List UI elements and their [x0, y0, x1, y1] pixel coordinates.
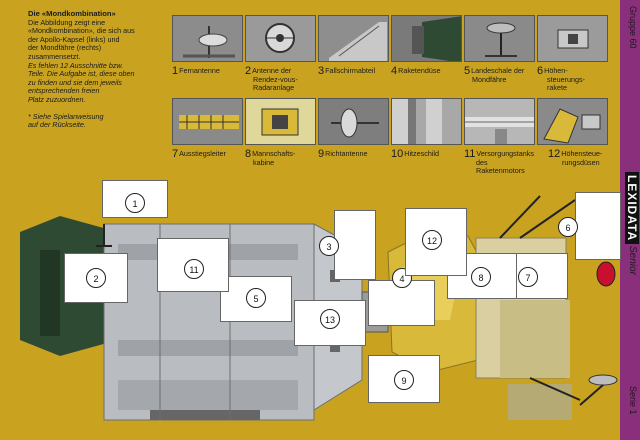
thumbnail-8[interactable]	[245, 98, 316, 145]
thumbnail-7[interactable]	[172, 98, 243, 145]
thumbnail-4[interactable]	[391, 15, 462, 62]
slot-number: 13	[320, 309, 340, 329]
intro-line: der Mondfähre (rechts)	[28, 43, 102, 53]
slot-number: 7	[518, 267, 538, 287]
intro-line: «Mondkombination», die sich aus	[28, 26, 135, 36]
note-line: * Siehe Spielanweisung	[28, 111, 104, 121]
series-label: Serie 1	[628, 386, 638, 415]
puzzle-slot[interactable]	[575, 192, 621, 260]
legend-caption: 4Raketendüse	[391, 65, 441, 77]
intro-line: der Apollo-Kapsel (links) und	[28, 34, 120, 44]
group-label: Gruppe 60	[628, 6, 638, 49]
thumbnail-9[interactable]	[318, 98, 389, 145]
thumbnail-10[interactable]	[391, 98, 462, 145]
thumbnail-6[interactable]	[537, 15, 608, 62]
task-line: Teile. Die Aufgabe ist, diese oben	[28, 69, 135, 79]
intro-line: Die Abbildung zeigt eine	[28, 17, 106, 27]
puzzle-slot[interactable]	[334, 210, 376, 280]
thumbnail-11[interactable]	[464, 98, 535, 145]
thumbnail-5[interactable]	[464, 15, 535, 62]
spacecraft-illustration	[20, 195, 618, 421]
thumbnail-12[interactable]	[537, 98, 608, 145]
intro-title: Die «Mondkombination»	[28, 9, 116, 18]
level-label: Senior	[627, 246, 638, 275]
legend-caption: 8Mannschafts-kabine	[245, 148, 296, 167]
legend-caption: 3Fallschirmabteil	[318, 65, 376, 77]
thumbnail-2[interactable]	[245, 15, 316, 62]
legend-caption: 6Höhen-steuerungs-rakete	[537, 65, 585, 92]
task-line: Es fehlen 12 Ausschnitte bzw.	[28, 60, 124, 70]
legend-caption: 10Hitzeschild	[391, 148, 440, 160]
legend-caption: 1Fernantenne	[172, 65, 220, 77]
slot-number: 8	[471, 267, 491, 287]
legend-caption: 7Ausstiegsleiter	[172, 148, 226, 160]
landing-pad	[588, 374, 618, 386]
task-line: zu finden und sie dem jeweils	[28, 77, 122, 87]
legend-caption: 9Richtantenne	[318, 148, 368, 160]
slot-number: 3	[319, 236, 339, 256]
note-line: auf der Rückseite.	[28, 120, 86, 130]
task-line: Platz zuzuordnen.	[28, 94, 86, 104]
slot-number: 11	[184, 259, 204, 279]
slot-number: 9	[394, 370, 414, 390]
slot-number: 6	[558, 217, 578, 237]
slot-number: 2	[86, 268, 106, 288]
thumbnail-3[interactable]	[318, 15, 389, 62]
slot-number: 5	[246, 288, 266, 308]
brand-label: LEXIDATA	[625, 172, 639, 245]
thumbnail-1[interactable]	[172, 15, 243, 62]
intro-line: zusammensetzt.	[28, 51, 81, 61]
puzzle-slot[interactable]	[220, 276, 292, 322]
intro-text: Die «Mondkombination» Die Abbildung zeig…	[28, 9, 168, 130]
slot-number: 1	[125, 193, 145, 213]
red-hatch	[596, 261, 616, 287]
task-line: entsprechenden freien	[28, 86, 100, 96]
legend-caption: 12Höhensteue-rungsdüsen	[548, 148, 603, 167]
slot-number: 12	[422, 230, 442, 250]
